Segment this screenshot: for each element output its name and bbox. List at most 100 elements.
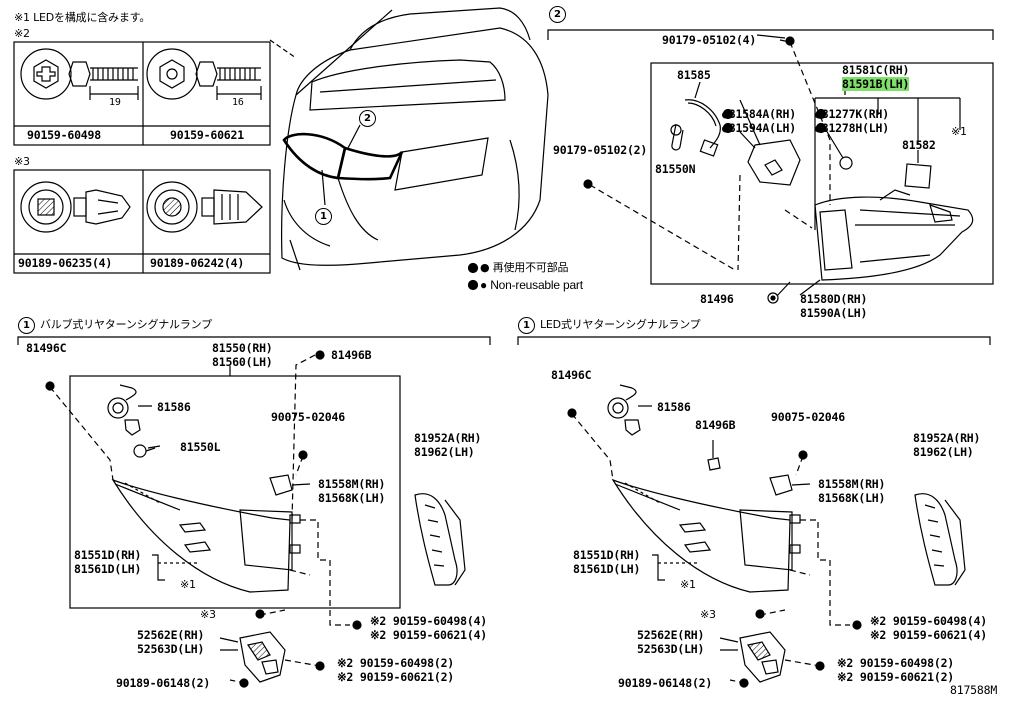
mark2-label: ※2 <box>14 27 30 40</box>
legend-en-text: Non-reusable part <box>490 278 583 292</box>
bulb-part-90159-60621-4[interactable]: ※2 90159-60621(4) <box>370 628 488 642</box>
bulb-reflector-81952a <box>414 493 466 586</box>
part-81585[interactable]: 81585 <box>677 68 711 82</box>
part-90179-05102-4[interactable]: 90179-05102(4) <box>662 33 757 47</box>
led-part-90189-06148[interactable]: 90189-06148(2) <box>618 676 713 690</box>
led-part-81496c[interactable]: 81496C <box>551 368 592 382</box>
bulb-part-81962[interactable]: 81962(LH) <box>414 445 475 459</box>
bulb-fastener-dots <box>45 350 362 688</box>
bulb-mark3: ※3 <box>200 608 216 621</box>
bulb-lens-body <box>111 478 301 593</box>
bulb-part-90159-60498-4[interactable]: ※2 90159-60498(4) <box>370 614 488 628</box>
bulb-part-90075-02046[interactable]: 90075-02046 <box>271 410 345 424</box>
screw-icon-2 <box>146 48 262 100</box>
bulb-part-52562e[interactable]: 52562E(RH) <box>137 628 205 642</box>
bulb-part-81551d[interactable]: 81551D(RH) <box>74 548 142 562</box>
pad-81582 <box>904 150 932 189</box>
led-part-81496b[interactable]: 81496B <box>695 418 736 432</box>
part-90189-06242[interactable]: 90189-06242(4) <box>150 256 245 270</box>
bulb-section-title: バルブ式リヤターンシグナルランプ <box>40 318 212 331</box>
led-part-90159-60621-4[interactable]: ※2 90159-60621(4) <box>870 628 988 642</box>
led-part-81586[interactable]: 81586 <box>657 400 691 414</box>
gasket-81584a <box>739 131 801 186</box>
led-part-90159-60498-4[interactable]: ※2 90159-60498(4) <box>870 614 988 628</box>
part-81584a[interactable]: ●81584A(RH) <box>722 107 796 121</box>
part-81277k[interactable]: ●81277K(RH) <box>815 107 889 121</box>
callout-1-led: 1 <box>518 317 535 334</box>
part-81580d[interactable]: 81580D(RH) <box>800 292 868 306</box>
led-part-52563d[interactable]: 52563D(LH) <box>637 642 705 656</box>
led-part-52562e[interactable]: 52562E(RH) <box>637 628 705 642</box>
legend-en: ● Non-reusable part <box>480 278 583 292</box>
callout-2-section: 2 <box>549 6 566 23</box>
bulb-part-52563d[interactable]: 52563D(LH) <box>137 642 205 656</box>
part-90159-60621[interactable]: 90159-60621 <box>170 128 244 142</box>
bulb-part-81558m[interactable]: 81558M(RH) <box>318 477 386 491</box>
led-part-81952a[interactable]: 81952A(RH) <box>913 431 981 445</box>
callout-1-vehicle[interactable]: 1 <box>315 208 332 225</box>
bulb-part-81568k[interactable]: 81568K(LH) <box>318 491 386 505</box>
led-part-81558m[interactable]: 81558M(RH) <box>818 477 886 491</box>
part-90159-60498[interactable]: 90159-60498 <box>27 128 101 142</box>
led-socket-81586 <box>607 384 641 436</box>
part-90179-05102-2[interactable]: 90179-05102(2) <box>553 143 648 157</box>
bulb-section-frame <box>17 336 491 609</box>
bulb-part-90189-06148[interactable]: 90189-06148(2) <box>116 676 211 690</box>
led-mark3: ※3 <box>700 608 716 621</box>
callout-2-vehicle[interactable]: 2 <box>359 110 376 127</box>
led-part-90159-60621-2[interactable]: ※2 90159-60621(2) <box>837 670 955 684</box>
bulb-part-81586[interactable]: 81586 <box>157 400 191 414</box>
clip-icon-1 <box>20 181 131 233</box>
legend-jp: ● 再使用不可部品 <box>480 261 569 275</box>
lamp-81580d <box>814 189 974 281</box>
led-reflector-81952a <box>914 493 966 586</box>
led-note: ※1 LEDを構成に含みます。 <box>14 11 151 24</box>
part-81496[interactable]: 81496 <box>700 292 734 306</box>
led-part-81551d[interactable]: 81551D(RH) <box>573 548 641 562</box>
part-90189-06235[interactable]: 90189-06235(4) <box>18 256 113 270</box>
diagram-id: 817588M <box>950 683 998 697</box>
wire-harness-81585 <box>670 81 721 157</box>
led-part-81561d[interactable]: 81561D(LH) <box>573 562 641 576</box>
part-81550n[interactable]: 81550N <box>655 162 696 176</box>
bulb-part-81952a[interactable]: 81952A(RH) <box>414 431 482 445</box>
bulb-part-81496c[interactable]: 81496C <box>26 341 67 355</box>
bulb-part-81496b[interactable]: 81496B <box>331 348 372 362</box>
legend-bullet-2: ● <box>480 278 488 292</box>
bulb-part-90159-60498-2[interactable]: ※2 90159-60498(2) <box>337 656 455 670</box>
led-part-81568k[interactable]: 81568K(LH) <box>818 491 886 505</box>
bulb-leaders <box>49 354 350 684</box>
part-81594a[interactable]: ●81594A(LH) <box>722 121 796 135</box>
led-part-90075-02046[interactable]: 90075-02046 <box>771 410 845 424</box>
dim-19: 19 <box>109 97 121 108</box>
fastener-box-screws <box>13 41 271 146</box>
led-clip-81558m <box>707 457 793 496</box>
clip-icon-2 <box>146 181 263 233</box>
bulb-part-81561d[interactable]: 81561D(LH) <box>74 562 142 576</box>
led-part-90159-60498-2[interactable]: ※2 90159-60498(2) <box>837 656 955 670</box>
led-section-frame <box>517 336 991 345</box>
bulb-part-81550l[interactable]: 81550L <box>180 440 221 454</box>
callout-1-bulb: 1 <box>18 317 35 334</box>
dim-16: 16 <box>232 97 244 108</box>
bulb-clip-81558m <box>269 474 293 496</box>
bulb-part-90159-60621-2[interactable]: ※2 90159-60621(2) <box>337 670 455 684</box>
led-mark1: ※1 <box>680 578 696 591</box>
bulb-part-81560[interactable]: 81560(LH) <box>212 355 273 369</box>
bulb-bracket-52562e <box>239 631 286 683</box>
led-part-81962[interactable]: 81962(LH) <box>913 445 974 459</box>
part-81581c[interactable]: 81581C(RH) <box>842 63 910 77</box>
mark3-label: ※3 <box>14 155 30 168</box>
part-81278h[interactable]: ●81278H(LH) <box>815 121 889 135</box>
section2-frame <box>547 29 994 285</box>
screw-icon-1 <box>20 48 139 100</box>
fastener-box-clips <box>13 169 271 274</box>
fastener-dots-section2 <box>467 36 827 304</box>
part-81591b-highlighted[interactable]: 81591B(LH) <box>842 77 910 91</box>
vehicle-rear-view <box>269 7 549 271</box>
bulb-part-81550[interactable]: 81550(RH) <box>212 341 273 355</box>
part-81582[interactable]: 81582 <box>902 138 936 152</box>
led-bracket-52562e <box>739 631 786 683</box>
part-81590a[interactable]: 81590A(LH) <box>800 306 868 320</box>
